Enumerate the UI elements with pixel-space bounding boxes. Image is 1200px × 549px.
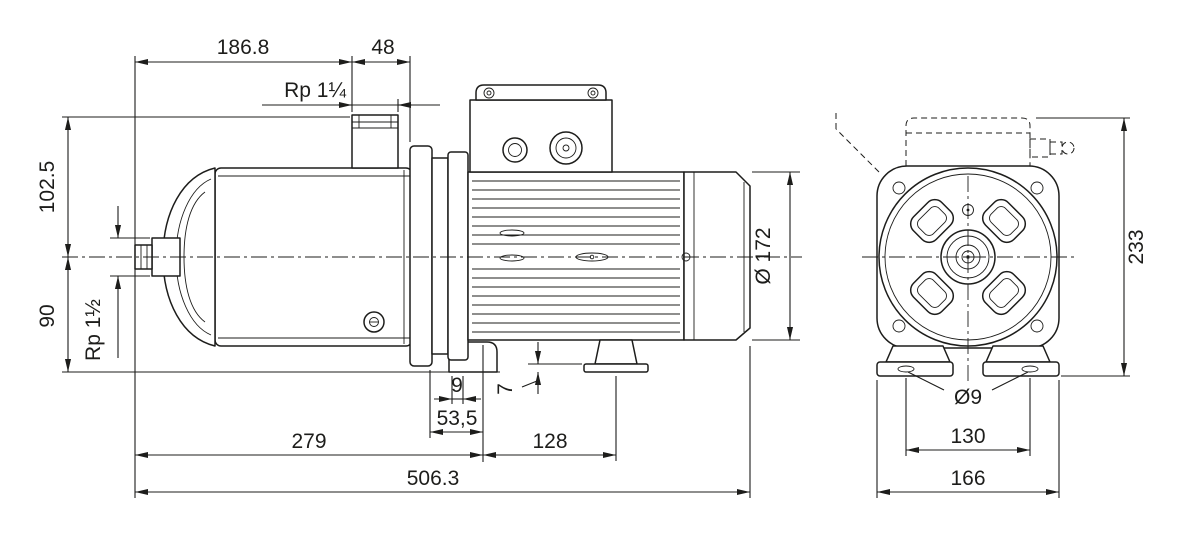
- lantern-window: [909, 270, 955, 316]
- dim-label-186-8: 186.8: [217, 36, 270, 59]
- lantern-window: [909, 198, 955, 244]
- dim-label-166: 166: [950, 467, 985, 490]
- flange-bolt-hole: [892, 319, 906, 333]
- dim-label-53-5: 53,5: [437, 407, 478, 430]
- dim-label-279: 279: [291, 430, 326, 453]
- dim-label-9: 9: [451, 374, 463, 397]
- drain-plug: [363, 311, 385, 333]
- lantern-window: [981, 270, 1027, 316]
- terminal-box: [469, 84, 613, 173]
- dim-label-dia-172: Ø 172: [752, 227, 775, 284]
- dim-label-7: 7: [494, 383, 517, 395]
- side-view-dimensions: 186.8 48 Rp 1¼ 102.5 90 Rp 1½ Ø 172 9 7 …: [36, 36, 800, 498]
- flange-bolt-hole: [892, 181, 906, 195]
- dim-label-48: 48: [371, 36, 394, 59]
- dim-label-233: 233: [1125, 229, 1148, 264]
- dim-label-dia-9: Ø9: [954, 386, 982, 409]
- fan-cover: [683, 171, 751, 341]
- dim-label-128: 128: [532, 430, 567, 453]
- cooling-fins: [472, 180, 680, 333]
- cable-gland-small: [502, 137, 528, 163]
- side-view: [62, 84, 802, 373]
- lantern-window: [981, 198, 1027, 244]
- motor-foot: [583, 339, 649, 373]
- discharge-port: [351, 114, 399, 169]
- mounting-feet: [876, 345, 1060, 377]
- motor-body: [467, 171, 685, 341]
- lantern-flange: [409, 145, 469, 367]
- dim-label-rp-1-1-2: Rp 1½: [82, 299, 105, 361]
- leader-dia9: [907, 371, 945, 391]
- foot-hole: [1021, 365, 1039, 373]
- dim-label-130: 130: [950, 425, 985, 448]
- terminal-box-hidden: [835, 113, 1075, 173]
- foot-hole: [897, 365, 915, 373]
- dim-label-102-5: 102.5: [36, 161, 59, 214]
- dim-label-rp-1-1-4: Rp 1¼: [284, 79, 346, 102]
- flange-bolt-hole: [1030, 319, 1044, 333]
- front-view: [835, 113, 1075, 384]
- dim-label-90: 90: [36, 304, 59, 327]
- front-view-dimensions: 233 Ø9 130 166: [876, 117, 1148, 498]
- cable-gland-large: [549, 131, 583, 165]
- flange-bolt-hole: [1030, 181, 1044, 195]
- dim-label-506-3: 506.3: [407, 467, 460, 490]
